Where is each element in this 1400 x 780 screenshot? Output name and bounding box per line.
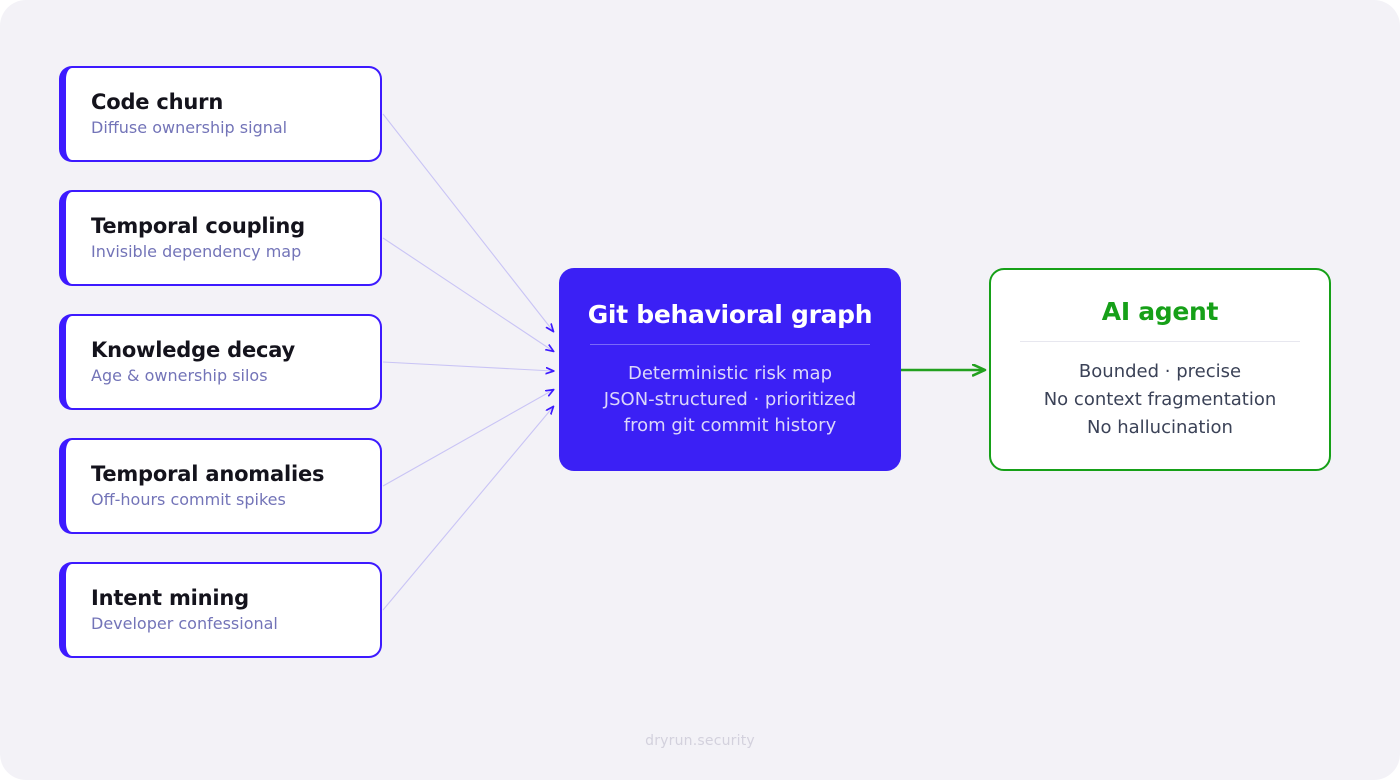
fan-in-edges [382, 113, 553, 611]
agent-body: Bounded · precise No context fragmentati… [1044, 358, 1277, 442]
agent-body-line: Bounded · precise [1078, 361, 1242, 382]
edge-temporal-anomalies [382, 390, 553, 487]
edge-code-churn [382, 113, 553, 331]
source-card-temporal-coupling[interactable]: Temporal coupling Invisible dependency m… [59, 190, 382, 286]
card-subtitle: Diffuse ownership signal [91, 118, 288, 137]
edge-intent-mining [382, 407, 553, 611]
agent-divider [1020, 341, 1300, 342]
card-subtitle: Developer confessional [91, 614, 278, 633]
agent-body-line: No hallucination [1087, 417, 1233, 438]
card-title: Knowledge decay [91, 338, 296, 362]
hub-body-line: from git commit history [623, 415, 837, 436]
hub-body-line: Deterministic risk map [627, 363, 833, 384]
footer-watermark: dryrun.security [645, 733, 755, 749]
source-card-knowledge-decay[interactable]: Knowledge decay Age & ownership silos [59, 314, 382, 410]
hub-body-line: JSON-structured · prioritized [603, 389, 857, 410]
card-subtitle: Off-hours commit spikes [91, 490, 286, 509]
card-subtitle: Invisible dependency map [91, 242, 302, 261]
edge-temporal-coupling [382, 237, 553, 351]
agent-title: AI agent [1101, 297, 1219, 326]
card-title: Temporal anomalies [91, 462, 325, 486]
card-title: Code churn [91, 90, 224, 114]
source-card-temporal-anomalies[interactable]: Temporal anomalies Off-hours commit spik… [59, 438, 382, 534]
hub-node-git-behavioral-graph[interactable]: Git behavioral graph Deterministic risk … [559, 268, 901, 471]
hub-title: Git behavioral graph [587, 300, 873, 329]
source-card-intent-mining[interactable]: Intent mining Developer confessional [59, 562, 382, 658]
agent-node-ai-agent[interactable]: AI agent Bounded · precise No context fr… [989, 268, 1331, 471]
source-card-code-churn[interactable]: Code churn Diffuse ownership signal [59, 66, 382, 162]
edge-knowledge-decay [382, 361, 553, 371]
card-title: Intent mining [91, 586, 249, 610]
card-subtitle: Age & ownership silos [91, 366, 268, 385]
card-title: Temporal coupling [91, 214, 305, 238]
hub-body: Deterministic risk map JSON-structured ·… [604, 361, 856, 439]
hub-divider [590, 344, 870, 345]
agent-body-line: No context fragmentation [1043, 389, 1277, 410]
